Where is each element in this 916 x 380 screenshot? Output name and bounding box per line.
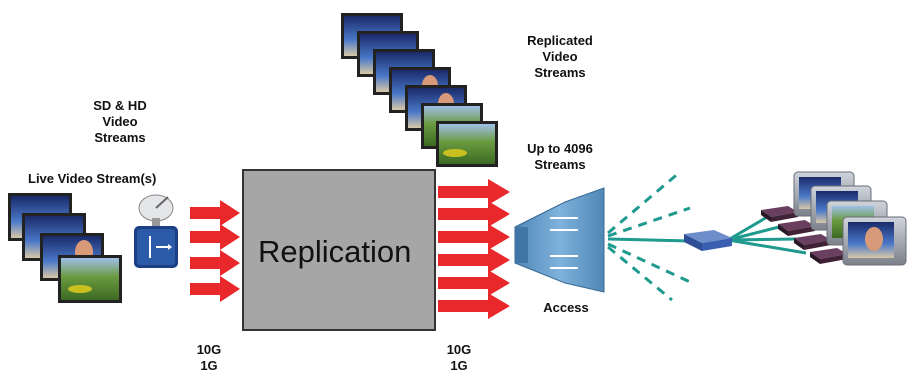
set-top-boxes [761,206,847,264]
live-video-stream-label: Live Video Stream(s) [28,171,157,186]
access-label: Access [543,300,589,315]
access-switch-icon [514,187,605,293]
replicated-stream-stack [341,13,498,167]
replication-box [242,169,436,331]
tv-screen-icon [58,255,122,303]
input-rate-label: 10G 1G [196,342,222,373]
set-top-box-icon [761,206,798,222]
sd-hd-streams-label: SD & HD Video Streams [93,98,147,145]
output-rate-label: 10G 1G [446,342,472,373]
output-arrows [438,179,510,319]
wireless-links [607,170,691,302]
router-icon [684,230,732,251]
set-top-box-icon [794,234,831,250]
set-top-box-icon [810,248,847,264]
tv-screen-icon [436,121,498,167]
input-arrows [190,200,240,302]
live-stream-stack [8,193,122,303]
satellite-encoder-icon [134,194,178,268]
television-icon [842,216,907,266]
up-to-streams-label: Up to 4096 Streams [527,141,593,172]
replication-label: Replication [258,234,412,269]
televisions [793,171,907,266]
replicated-streams-label: Replicated Video Streams [527,33,593,80]
set-top-box-icon [778,220,815,236]
